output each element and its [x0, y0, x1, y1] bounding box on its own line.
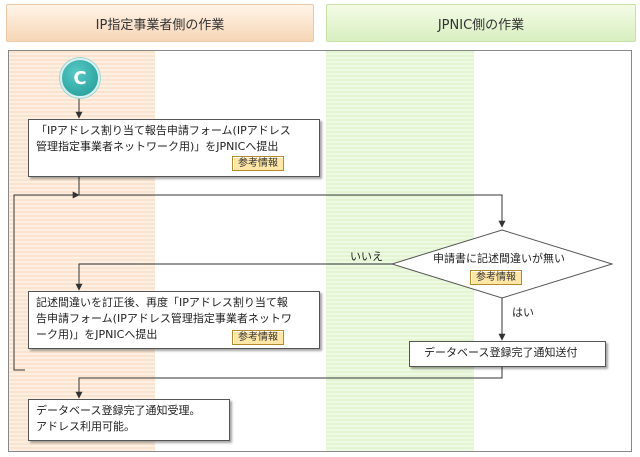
- connector-marker-label: C: [73, 67, 87, 89]
- decision-yes-label: はい: [512, 306, 534, 319]
- connector-marker-c: C: [60, 58, 100, 98]
- lane-header-jpnic-member: IP指定事業者側の作業: [6, 4, 314, 42]
- arrow-to-receipt: [75, 367, 503, 399]
- receive-line2: アドレス利用可能。: [36, 420, 135, 433]
- send-notification-box: データベース登録完了通知送付: [409, 341, 606, 367]
- lane-header-jpnic: JPNIC側の作業: [326, 4, 636, 42]
- resubmit-line2: 告申請フォーム(IPアドレス管理指定事業者ネットワ: [36, 312, 292, 325]
- decision-no-label: いいえ: [350, 250, 383, 263]
- decision-question: 申請書に記述間違いが無い: [433, 252, 565, 265]
- arrow-no-branch: [75, 263, 392, 291]
- loop-back-line: [13, 191, 80, 371]
- lane-header-left-label: IP指定事業者側の作業: [95, 17, 225, 33]
- receive-line1: データベース登録完了通知受理。: [36, 404, 201, 417]
- submit-report-line2: 管理指定事業者ネットワーク用)」をJPNICへ提出: [36, 140, 279, 153]
- resubmit-line3: ーク用)」をJPNICへ提出: [36, 328, 158, 341]
- submit-report-box: 「IPアドレス割り当て報告申請フォーム(IPアドレス 管理指定事業者ネットワーク…: [28, 119, 320, 177]
- lane-header-right-label: JPNIC側の作業: [437, 17, 525, 33]
- flowchart-frame: [8, 50, 632, 452]
- reference-info-link-2[interactable]: 参考情報: [470, 270, 522, 285]
- reference-info-link-1[interactable]: 参考情報: [232, 156, 284, 171]
- submit-report-line1: 「IPアドレス割り当て報告申請フォーム(IPアドレス: [36, 124, 291, 137]
- resubmit-line1: 記述間違いを訂正後、再度「IPアドレス割り当て報: [36, 296, 288, 309]
- reference-info-link-3[interactable]: 参考情報: [232, 330, 284, 345]
- arrow-to-decision: [79, 194, 506, 228]
- receive-notification-box: データベース登録完了通知受理。 アドレス利用可能。: [28, 399, 230, 441]
- send-notification-text: データベース登録完了通知送付: [424, 346, 578, 359]
